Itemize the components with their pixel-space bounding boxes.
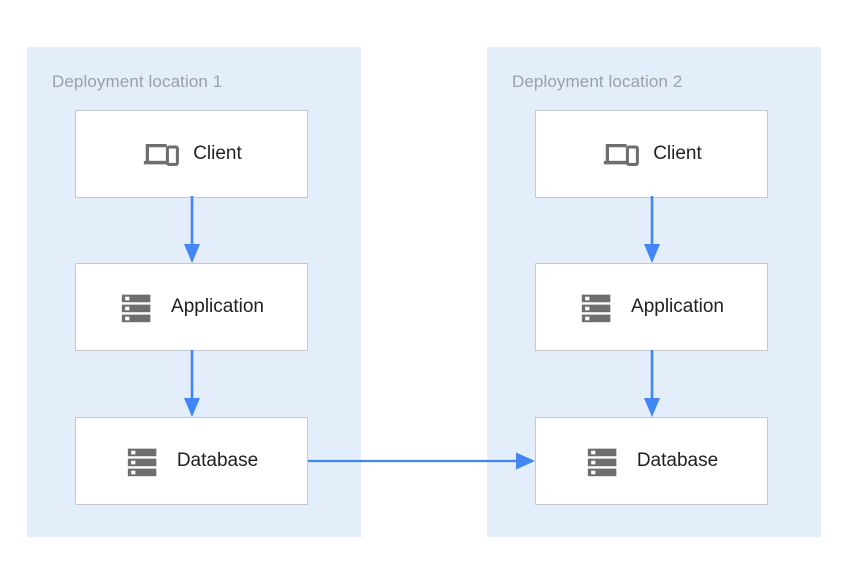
node-database-2[interactable]: Database: [535, 417, 768, 505]
node-client-1-content: Client: [141, 135, 242, 173]
connector-application2-to-database2: [644, 350, 660, 417]
server-stack-icon: [127, 448, 157, 477]
node-application-1-label: Application: [171, 296, 264, 317]
devices-icon: [604, 144, 640, 166]
node-database-1-content: Database: [125, 442, 258, 480]
deployment-zone-2-label: Deployment location 2: [512, 72, 683, 91]
node-client-1[interactable]: Client: [75, 110, 308, 198]
node-database-2-label: Database: [636, 450, 719, 471]
node-database-2-content: Database: [585, 442, 718, 480]
node-client-2[interactable]: Client: [535, 110, 768, 198]
devices-icon: [144, 144, 180, 166]
server-stack-icon: [121, 294, 151, 323]
server-stack-icon: [587, 448, 617, 477]
node-application-2[interactable]: Application: [535, 263, 768, 351]
node-client-2-label: Client: [653, 143, 702, 164]
node-application-2-label: Application: [631, 296, 724, 317]
connector-application1-to-database1: [184, 350, 200, 417]
node-application-2-content: Application: [579, 288, 724, 326]
node-database-1[interactable]: Database: [75, 417, 308, 505]
connector-database1-to-database2: [308, 452, 535, 470]
node-client-1-label: Client: [193, 143, 242, 164]
node-client-2-content: Client: [601, 135, 702, 173]
node-database-1-label: Database: [176, 450, 259, 471]
deployment-zone-1-label: Deployment location 1: [52, 72, 223, 91]
node-application-1[interactable]: Application: [75, 263, 308, 351]
server-stack-icon: [581, 294, 611, 323]
node-application-1-content: Application: [119, 288, 264, 326]
connector-client1-to-application1: [184, 196, 200, 263]
connector-client2-to-application2: [644, 196, 660, 263]
